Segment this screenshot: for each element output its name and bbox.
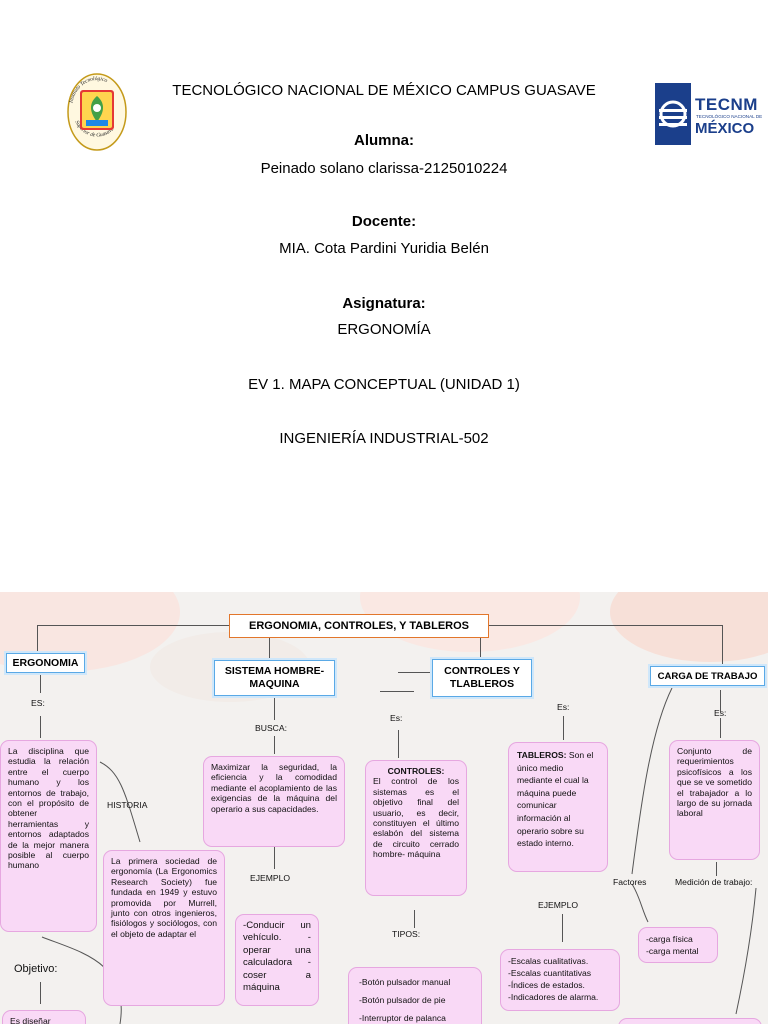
tecnm-title: TECNM [695,95,758,114]
factores-list: -carga física -carga mental [638,927,718,963]
sistema-goal: Maximizar la seguridad, la eficiencia y … [203,756,345,847]
sistema-node: SISTEMA HOMBRE-MAQUINA [214,660,335,696]
tipo-item: -Botón pulsador manual [359,977,451,987]
concept-map: ERGONOMIA, CONTROLES, Y TABLEROS ERGONOM… [0,592,768,1024]
program-name: INGENIERÍA INDUSTRIAL-502 [279,430,489,447]
connector [40,675,41,693]
connector [40,982,41,1004]
root-node: ERGONOMIA, CONTROLES, Y TABLEROS [229,614,489,638]
ejemplo-item: -Indicadores de alarma. [508,992,599,1002]
connector [380,691,414,692]
connector [37,625,38,655]
itsg-seal-icon: Instituto Tecnológico Superior de Guasav… [67,73,127,151]
connector [274,696,275,720]
controles-es-label: Es: [390,713,403,723]
subject-label: Asignatura: [342,295,426,312]
tipo-item: -Interruptor de palanca [359,1013,446,1023]
factor-item: -carga mental [646,946,699,956]
controles-title: CONTROLES: [387,766,445,776]
tecnm-subtitle: TECNOLÓGICO NACIONAL DE [696,114,763,119]
assignment-title: EV 1. MAPA CONCEPTUAL (UNIDAD 1) [248,376,520,393]
ergonomia-node: ERGONOMIA [6,653,85,673]
connector [563,716,564,740]
ergonomia-es-label: ES: [31,698,45,708]
tecnm-logo-icon: TECNM TECNOLÓGICO NACIONAL DE MÉXICO [655,83,762,145]
subject-name: ERGONOMÍA [337,321,431,338]
connector [722,625,723,665]
objetivo-text: Es diseñar [2,1010,86,1024]
ejemplo-item: -Escalas cuantitativas [508,968,592,978]
controles-text: El control de los sistemas es el objetiv… [373,776,459,860]
controles-box: CONTROLES: El control de los sistemas es… [365,760,467,896]
connector [274,736,275,754]
tableros-ejemplo-label: EJEMPLO [538,900,579,910]
medicion-label: Medición de trabajo: [675,877,753,887]
connector [269,625,270,660]
carga-node: CARGA DE TRABAJO [650,666,765,686]
tableros-box: TABLEROS: Son el único medio mediante el… [508,742,608,872]
teacher-label: Docente: [351,213,417,230]
connector [716,862,717,876]
connector [398,672,432,673]
connector [40,716,41,738]
historia-label: HISTORIA [107,800,148,810]
connector [480,625,481,660]
controles-node: CONTROLES Y TLABLEROS [432,659,532,697]
institution-name: TECNOLÓGICO NACIONAL DE MÉXICO CAMPUS GU… [172,82,596,99]
tipos-label: TIPOS: [392,929,421,939]
connector [720,690,721,712]
tableros-es-label: Es: [557,702,570,712]
tableros-title: TABLEROS: [517,750,567,760]
tableros-ejemplo-list: -Escalas cualitativas. -Escalas cuantita… [500,949,620,1011]
ergonomia-definition: La disciplina que estudia la relación en… [0,740,97,932]
factores-label: Factores [613,877,647,887]
connector [414,910,415,928]
carga-es-label: Es: [714,708,727,718]
sistema-ejemplo: -Conducir un vehículo. - operar una calc… [235,914,319,1006]
student-name: Peinado solano clarissa-2125010224 [260,160,508,177]
tipos-list: -Botón pulsador manual -Botón pulsador d… [348,967,482,1024]
ejemplo-item: -Índices de estados. [508,980,585,990]
connector [562,914,563,942]
tecnm-gear-icon [655,83,691,145]
sistema-ejemplo-label: EJEMPLO [250,873,291,883]
carga-definition: Conjunto de requerimientos psicofísicos … [669,740,760,860]
factor-item: -carga física [646,934,693,944]
connector [398,730,399,758]
ejemplo-item: -Escalas cualitativas. [508,956,589,966]
historia-text: La primera sociedad de ergonomía (La Erg… [103,850,225,1006]
medicion-box [618,1018,762,1024]
objetivo-label: Objetivo: [14,963,58,975]
student-label: Alumna: [354,132,414,149]
connector [274,847,275,869]
busca-label: BUSCA: [255,723,287,733]
tableros-text: Son el único medio mediante el cual la m… [517,750,594,849]
teacher-name: MIA. Cota Pardini Yuridia Belén [279,240,489,257]
connector [720,718,721,738]
tecnm-country: MÉXICO [695,120,755,137]
tipo-item: -Botón pulsador de pie [359,995,446,1005]
